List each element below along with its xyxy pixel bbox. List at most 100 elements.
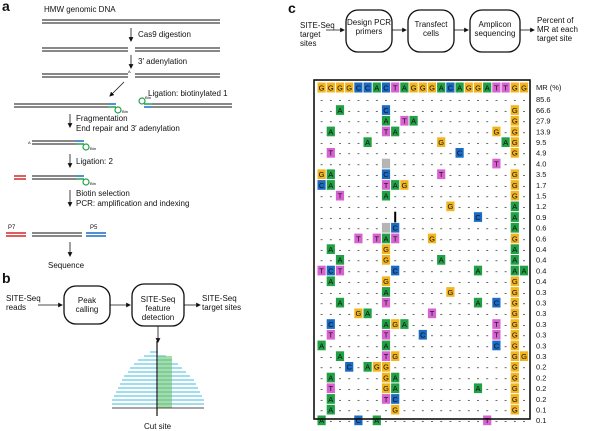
svg-text:G: G (512, 277, 518, 286)
svg-text:-: - (348, 117, 351, 126)
svg-text:-: - (495, 267, 498, 276)
mismatch-cell: - (320, 246, 323, 255)
mismatch-cell: - (486, 171, 489, 180)
mr-value: 0.1 (536, 416, 546, 425)
mismatch-cell: - (486, 139, 489, 148)
mismatch-cell: - (431, 171, 434, 180)
svg-text:-: - (486, 246, 489, 255)
svg-text:-: - (504, 96, 507, 105)
svg-text:-: - (366, 385, 369, 394)
mismatch-cell: - (486, 235, 489, 244)
svg-text:-: - (486, 374, 489, 383)
mismatch-cell: - (523, 320, 526, 329)
mismatch-cell: A (335, 351, 345, 361)
svg-text:-: - (403, 331, 406, 340)
svg-text:G: G (512, 106, 518, 115)
svg-text:-: - (320, 192, 323, 201)
svg-text:-: - (329, 106, 332, 115)
svg-text:-: - (440, 299, 443, 308)
svg-text:-: - (412, 288, 415, 297)
svg-text:C: C (346, 363, 352, 372)
svg-text:A: A (319, 341, 324, 350)
mr-value: 0.3 (536, 288, 546, 297)
mismatch-cell: - (403, 139, 406, 148)
svg-text:-: - (486, 320, 489, 329)
svg-text:-: - (449, 192, 452, 201)
mismatch-cell: - (421, 117, 424, 126)
mismatch-cell: - (403, 363, 406, 372)
svg-text:-: - (375, 160, 378, 169)
svg-text:-: - (495, 353, 498, 362)
svg-text:-: - (339, 406, 342, 415)
svg-text:-: - (523, 224, 526, 233)
mismatch-cell: - (504, 128, 507, 137)
svg-text:A: A (383, 234, 388, 243)
mismatch-cell: - (394, 203, 397, 212)
mismatch-cell: - (357, 246, 360, 255)
mismatch-cell: T (335, 190, 345, 201)
mismatch-cell: - (495, 96, 498, 105)
svg-text:-: - (440, 288, 443, 297)
svg-text:-: - (449, 171, 452, 180)
mismatch-cell: A (335, 297, 345, 308)
mismatch-cell: - (320, 128, 323, 137)
svg-text:-: - (486, 181, 489, 190)
svg-text:-: - (495, 96, 498, 105)
svg-text:-: - (458, 363, 461, 372)
mismatch-cell: - (375, 288, 378, 297)
mismatch-cell: - (504, 106, 507, 115)
mismatch-cell: - (339, 171, 342, 180)
svg-text:-: - (440, 310, 443, 319)
svg-text:-: - (339, 395, 342, 404)
mismatch-cell: - (394, 149, 397, 158)
svg-text:G: G (512, 149, 518, 158)
svg-text:A: A (512, 224, 517, 233)
svg-text:-: - (412, 310, 415, 319)
mismatch-cell: C (391, 394, 400, 404)
mismatch-cell: - (431, 288, 434, 297)
svg-text:-: - (357, 139, 360, 148)
mismatch-cell: - (523, 117, 526, 126)
svg-text:-: - (403, 256, 406, 265)
svg-text:A: A (485, 84, 490, 93)
svg-text:C: C (328, 266, 334, 275)
mismatch-cell: - (348, 310, 351, 319)
mismatch-cell: - (375, 96, 378, 105)
svg-text:-: - (449, 331, 452, 340)
svg-text:-: - (421, 246, 424, 255)
mismatch-cell: - (486, 106, 489, 115)
svg-text:-: - (477, 288, 480, 297)
mismatch-cell: - (486, 267, 489, 276)
svg-text:-: - (467, 192, 470, 201)
svg-text:A: A (393, 181, 398, 190)
svg-text:-: - (477, 96, 480, 105)
mismatch-cell: - (375, 246, 378, 255)
svg-text:-: - (467, 256, 470, 265)
svg-text:-: - (421, 353, 424, 362)
mismatch-cell: - (357, 267, 360, 276)
svg-text:-: - (467, 139, 470, 148)
svg-text:-: - (357, 181, 360, 190)
mismatch-cell: - (440, 246, 443, 255)
mismatch-cell: - (412, 299, 415, 308)
svg-text:-: - (431, 106, 434, 115)
mismatch-cell: - (477, 342, 480, 351)
mismatch-cell: - (449, 106, 452, 115)
mismatch-cell: - (366, 342, 369, 351)
mismatch-cell: - (339, 246, 342, 255)
mismatch-cell: T (492, 158, 501, 169)
mismatch-cell: - (449, 406, 452, 415)
mismatch-cell (394, 211, 397, 223)
svg-text:-: - (477, 246, 480, 255)
mismatch-cell: - (348, 106, 351, 115)
mismatch-cell: - (458, 160, 461, 169)
mismatch-cell: - (449, 385, 452, 394)
svg-text:-: - (431, 299, 434, 308)
svg-text:-: - (431, 192, 434, 201)
reference-base: G (345, 82, 354, 93)
mismatch-cell: - (467, 203, 470, 212)
svg-text:-: - (394, 139, 397, 148)
svg-text:-: - (504, 235, 507, 244)
mismatch-cell: A (381, 190, 391, 201)
